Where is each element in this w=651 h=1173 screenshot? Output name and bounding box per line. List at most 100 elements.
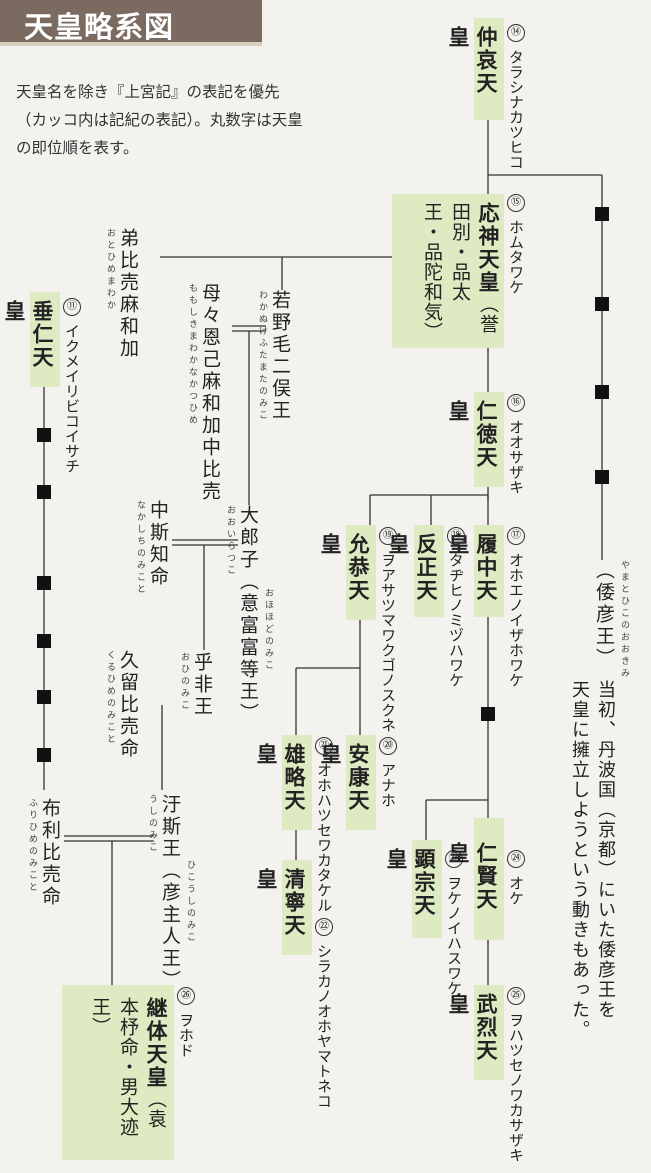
emperor-buretsu: 武烈天皇 bbox=[446, 985, 504, 1080]
person-ushi: 汙斯王（彦主人王） bbox=[158, 794, 182, 992]
emperor-keitai-name: 継体天皇 bbox=[144, 997, 169, 1089]
emperor-yuryaku-name: 雄略天皇 bbox=[254, 743, 307, 812]
emperor-ninken-number: ㉔ bbox=[507, 850, 525, 868]
emperor-keitai-number: ㉖ bbox=[177, 987, 195, 1005]
emperor-richu: 履中天皇 bbox=[446, 525, 504, 617]
emperor-yuryaku-kana: オホハツセワカタケル bbox=[315, 762, 333, 913]
emperor-ojin: 応神天皇（誉田別・品太王・品陀和気） bbox=[392, 194, 504, 348]
person-kurumehime: 久留比売命 bbox=[117, 650, 139, 760]
person-oiratsuko-name: 大郎子 bbox=[237, 505, 259, 571]
emperor-ojin-alias: （誉田別・品太王・品陀和気） bbox=[421, 202, 499, 342]
emperor-anko-name: 安康天皇 bbox=[318, 743, 371, 812]
emperor-keitai-alias: （袁本杼命・男大迹王） bbox=[89, 997, 167, 1137]
person-hihi: 乎非王 bbox=[191, 652, 213, 718]
emperor-chuai-kana: タラシナカツヒコ bbox=[507, 49, 525, 170]
emperor-seinei-reading: ㉒ シラカノオホヤマトネコ bbox=[314, 918, 335, 1108]
emperor-yuryaku: 雄略天皇 bbox=[254, 735, 312, 830]
person-ushi-ruby2: ひこうしのみこ bbox=[185, 860, 195, 944]
emperor-anko: 安康天皇 bbox=[318, 735, 376, 830]
emperor-nintoku-reading: ⑯ オオサザキ bbox=[506, 394, 527, 494]
person-oiratsuko-ruby: おおいらつこ bbox=[225, 505, 235, 577]
person-momoshiki: 母々恩己麻和加中比売 bbox=[199, 283, 221, 503]
person-wakanuke: 若野毛二俣王 bbox=[269, 290, 291, 422]
emperor-chuai: 仲哀天皇 bbox=[446, 18, 504, 120]
emperor-buretsu-number: ㉕ bbox=[507, 987, 525, 1005]
emperor-nintoku-number: ⑯ bbox=[507, 394, 525, 412]
emperor-ingyo-kana: ヲアサツマワクゴノスクネ bbox=[379, 552, 397, 733]
person-furihime: 布利比売命 bbox=[39, 798, 61, 908]
person-yamatohiko: （倭彦王） bbox=[593, 560, 615, 670]
person-ushi-ruby: うしのみこ bbox=[147, 794, 157, 854]
diagram-title: 天皇略系図 bbox=[24, 10, 175, 44]
emperor-kenzo-kana: ヲケノイハスワケ bbox=[445, 875, 463, 996]
person-furihime-ruby: ふりひめのみこと bbox=[27, 798, 37, 894]
person-hihi-ruby: おひのみこ bbox=[179, 652, 189, 712]
person-oiratsuko-ruby2: おほほどのみこ bbox=[263, 588, 273, 672]
person-oiratsuko: 大郎子（意富富等王） bbox=[236, 505, 260, 725]
person-nakashi-ruby: なかしちのみこと bbox=[135, 500, 145, 596]
title-bar: 天皇略系図 bbox=[0, 0, 262, 46]
emperor-nintoku-name: 仁徳天皇 bbox=[446, 400, 499, 469]
yamatohiko-note-line-1: 当初、丹波国（京都）にいた倭彦王を bbox=[595, 680, 616, 1020]
emperor-yuryaku-reading: ㉑ オホハツセワカタケル bbox=[314, 737, 335, 912]
emperor-ninken: 仁賢天皇 bbox=[446, 818, 504, 940]
emperor-buretsu-reading: ㉕ ヲハツセノワカサザキ bbox=[506, 987, 527, 1162]
emperor-ingyo: 允恭天皇 bbox=[318, 525, 376, 620]
emperor-anko-kana: アナホ bbox=[379, 762, 397, 808]
emperor-hanzei-reading: ⑱ タヂヒノミヅハワケ bbox=[446, 527, 467, 687]
intro-text: 天皇名を除き『上宮記』の表記を優先（カッコ内は記紀の表記）。丸数字は天皇の即位順… bbox=[16, 83, 303, 157]
emperor-nintoku: 仁徳天皇 bbox=[446, 392, 504, 487]
emperor-seinei: 清寧天皇 bbox=[254, 860, 312, 955]
person-kurumehime-ruby: くるひめのみこと bbox=[105, 650, 115, 746]
person-ushi-alias: （彦主人王） bbox=[159, 860, 181, 992]
emperor-chuai-name: 仲哀天皇 bbox=[446, 26, 499, 95]
emperor-ingyo-name: 允恭天皇 bbox=[318, 533, 371, 602]
emperor-hanzei: 反正天皇 bbox=[386, 525, 444, 617]
emperor-kenzo-name: 顕宗天皇 bbox=[384, 848, 437, 917]
person-momoshiki-ruby: ももしきまわかなかつひめ bbox=[187, 283, 197, 427]
emperor-suinin-number: ⑪ bbox=[63, 298, 81, 316]
emperor-hanzei-number: ⑱ bbox=[447, 527, 465, 545]
person-nakashi: 中斯知命 bbox=[147, 500, 169, 588]
emperor-buretsu-name: 武烈天皇 bbox=[446, 993, 499, 1062]
emperor-anko-reading: ⑳ アナホ bbox=[378, 737, 399, 807]
emperor-ninken-reading: ㉔ オケ bbox=[506, 850, 527, 905]
emperor-ojin-name: 応神天皇 bbox=[476, 202, 501, 294]
yamatohiko-note-line-2: 天皇に擁立しようという動きもあった。 bbox=[569, 680, 590, 1040]
person-ushi-name: 汙斯王 bbox=[159, 794, 181, 860]
person-ototohime: 弟比売麻和加 bbox=[117, 228, 139, 360]
emperor-anko-number: ⑳ bbox=[379, 737, 397, 755]
emperor-buretsu-kana: ヲハツセノワカサザキ bbox=[507, 1012, 525, 1163]
emperor-chuai-number: ⑭ bbox=[507, 24, 525, 42]
emperor-keitai-kana: ヲホド bbox=[177, 1012, 195, 1058]
emperor-seinei-number: ㉒ bbox=[315, 918, 333, 936]
emperor-ojin-kana: ホムタワケ bbox=[507, 219, 525, 295]
emperor-suinin-reading: ⑪ イクメイリビコイサチ bbox=[62, 298, 83, 473]
emperor-hanzei-name: 反正天皇 bbox=[386, 533, 439, 602]
emperor-ninken-kana: オケ bbox=[507, 875, 525, 906]
person-yamatohiko-ruby: やまとひこのおおきみ bbox=[619, 560, 629, 680]
emperor-ninken-name: 仁賢天皇 bbox=[446, 842, 499, 911]
person-ototohime-ruby: おとひめまわか bbox=[105, 228, 115, 312]
emperor-hanzei-kana: タヂヒノミヅハワケ bbox=[447, 552, 465, 688]
emperor-chuai-reading: ⑭ タラシナカツヒコ bbox=[506, 24, 527, 169]
emperor-ojin-number: ⑮ bbox=[507, 194, 525, 212]
emperor-richu-reading: ⑰ オホエノイザホワケ bbox=[506, 527, 527, 687]
emperor-yuryaku-number: ㉑ bbox=[315, 737, 333, 755]
emperor-kenzo: 顕宗天皇 bbox=[384, 840, 442, 938]
emperor-ingyo-reading: ⑲ ヲアサツマワクゴノスクネ bbox=[378, 527, 399, 732]
emperor-keitai: 継体天皇（袁本杼命・男大迹王） bbox=[62, 985, 174, 1160]
emperor-keitai-reading: ㉖ ヲホド bbox=[176, 987, 197, 1057]
emperor-richu-kana: オホエノイザホワケ bbox=[507, 552, 525, 688]
emperor-richu-number: ⑰ bbox=[507, 527, 525, 545]
person-oiratsuko-alias: （意富富等王） bbox=[237, 571, 259, 725]
emperor-ojin-reading: ⑮ ホムタワケ bbox=[506, 194, 527, 294]
emperor-nintoku-kana: オオサザキ bbox=[507, 419, 525, 495]
emperor-seinei-name: 清寧天皇 bbox=[254, 868, 307, 937]
emperor-kenzo-number: ㉓ bbox=[445, 850, 463, 868]
person-wakanuke-ruby: わかぬけふたまたのみこ bbox=[257, 290, 267, 422]
emperor-suinin-name: 垂仁天皇 bbox=[2, 300, 55, 369]
emperor-suinin: 垂仁天皇 bbox=[2, 292, 60, 387]
